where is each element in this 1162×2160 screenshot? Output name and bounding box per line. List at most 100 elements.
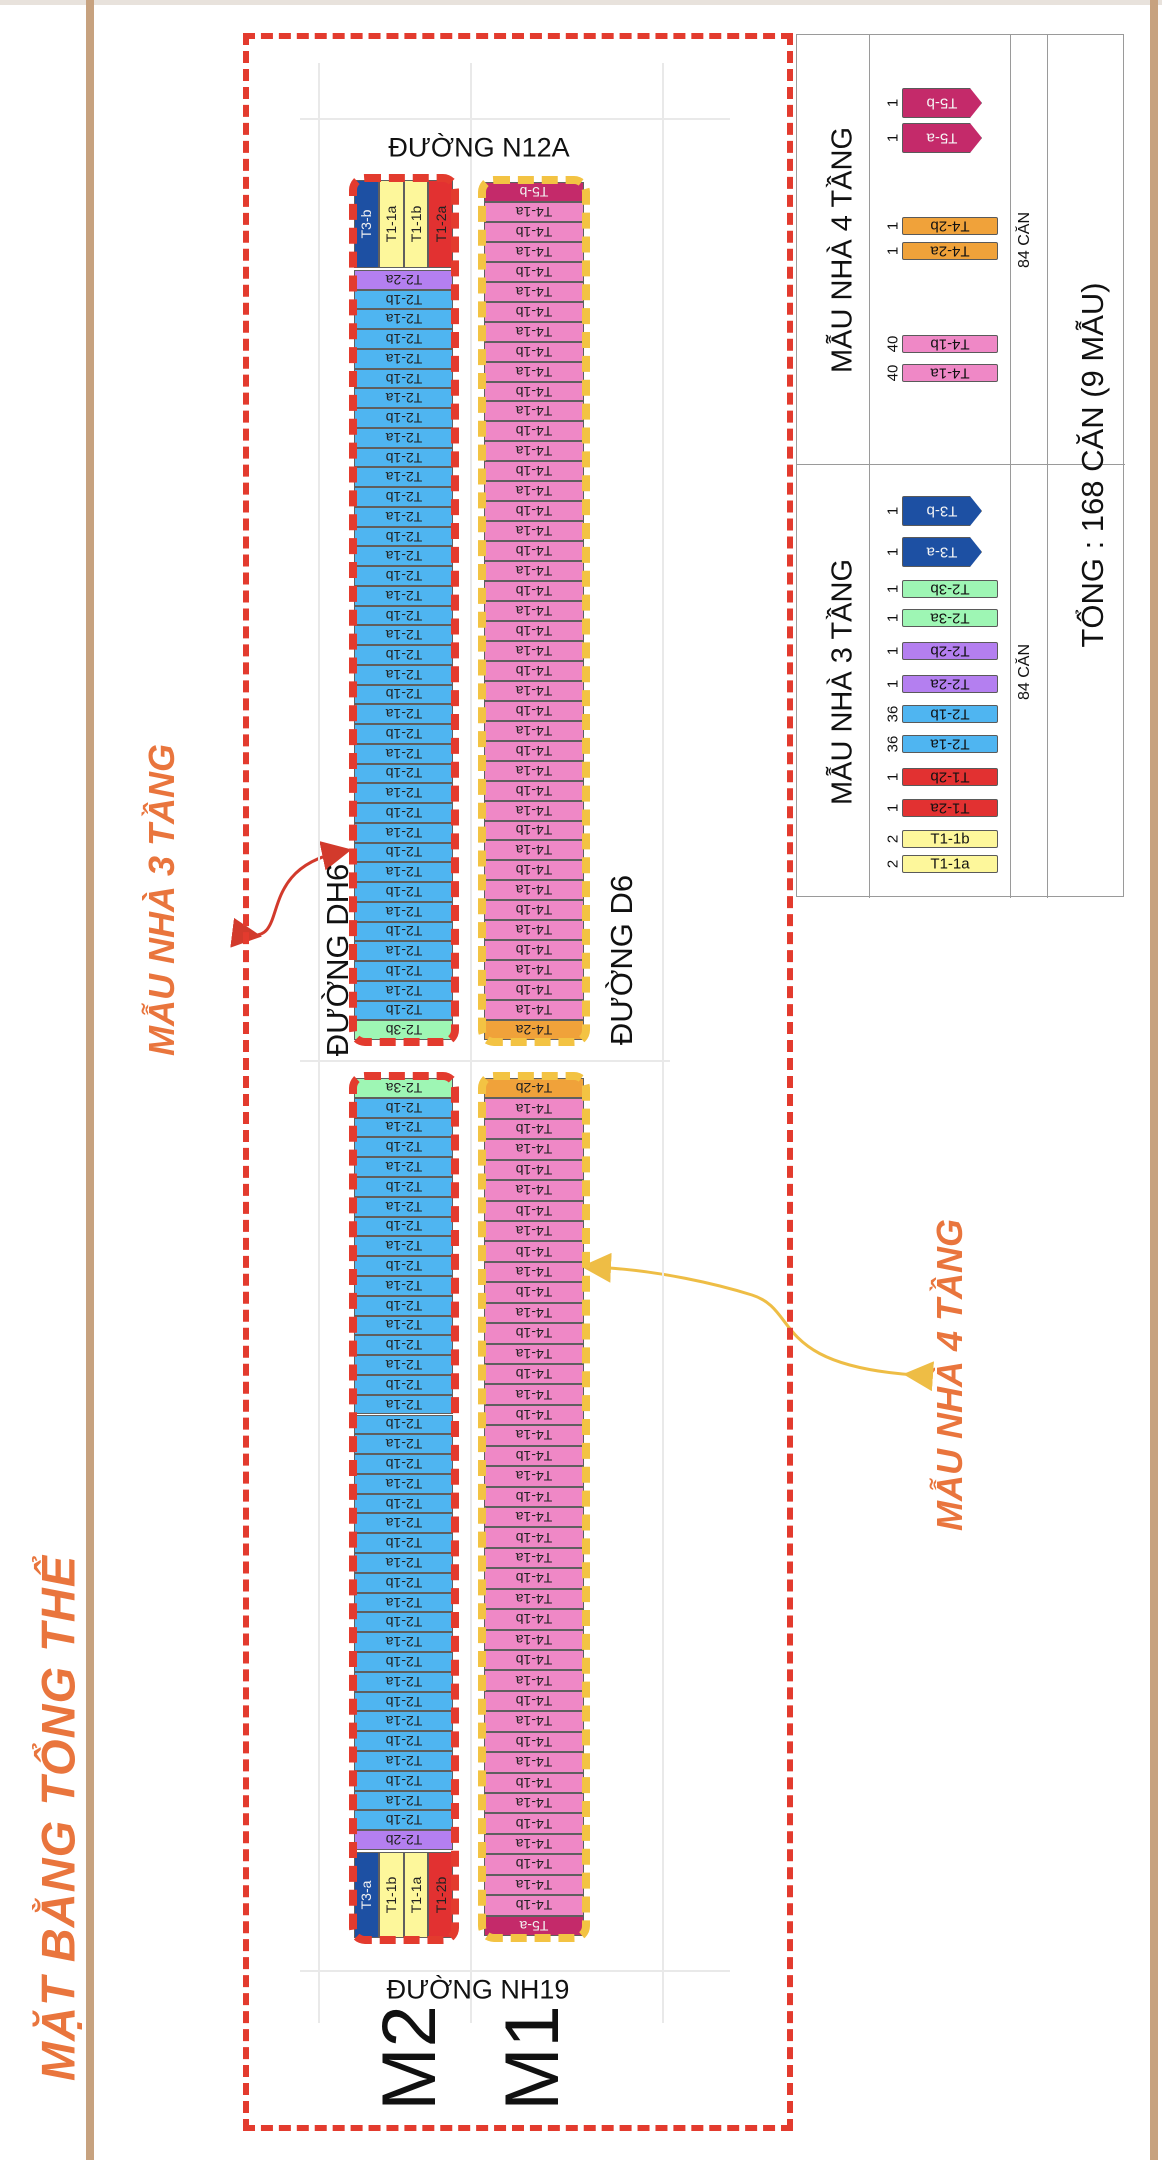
lot-t4-1a[interactable]: T4-1a — [484, 321, 584, 342]
lot-t2-1a[interactable]: T2-1a — [354, 1473, 453, 1494]
lot-t4-1a[interactable]: T4-1a — [484, 1302, 584, 1324]
lot-t4-1a[interactable]: T4-1a — [484, 920, 584, 941]
lot-t4-1a[interactable]: T4-1a — [484, 1547, 584, 1569]
lot-t4-1b[interactable]: T4-1b — [484, 900, 584, 921]
lot-t2-3a[interactable]: T2-3a — [354, 1078, 453, 1098]
lot-t2-1a[interactable]: T2-1a — [354, 1711, 453, 1732]
lot-t4-1b[interactable]: T4-1b — [484, 1690, 584, 1712]
lot-t4-1b[interactable]: T4-1b — [484, 541, 584, 562]
lot-t4-1a[interactable]: T4-1a — [484, 1670, 584, 1691]
lot-t4-1b[interactable]: T4-1b — [484, 461, 584, 482]
lot-t2-1b[interactable]: T2-1b — [354, 1770, 453, 1791]
lot-t4-1a[interactable]: T4-1a — [484, 1180, 584, 1201]
lot-t4-1b[interactable]: T4-1b — [484, 700, 584, 721]
lot-t2-1a[interactable]: T2-1a — [354, 1592, 453, 1613]
lot-t4-1b[interactable]: T4-1b — [484, 1282, 584, 1303]
lot-t4-1a[interactable]: T4-1a — [484, 441, 584, 462]
lot-t3-a[interactable]: T3-a — [354, 1852, 379, 1938]
lot-t2-1b[interactable]: T2-1b — [354, 1000, 453, 1021]
lot-t4-1a[interactable]: T4-1a — [484, 601, 584, 621]
lot-t1-2a[interactable]: T1-2a — [428, 180, 453, 268]
lot-t4-1a[interactable]: T4-1a — [484, 640, 584, 661]
lot-t2-1a[interactable]: T2-1a — [354, 664, 453, 685]
lot-t4-1b[interactable]: T4-1b — [484, 620, 584, 641]
lot-t2-1a[interactable]: T2-1a — [354, 1157, 453, 1177]
lot-t2-1b[interactable]: T2-1b — [354, 684, 453, 705]
lot-t4-1a[interactable]: T4-1a — [484, 201, 584, 222]
lot-t4-1b[interactable]: T4-1b — [484, 740, 584, 761]
lot-t4-1b[interactable]: T4-1b — [484, 581, 584, 602]
lot-t2-1a[interactable]: T2-1a — [354, 1394, 453, 1415]
lot-t5-b[interactable]: T5-b — [484, 182, 584, 202]
lot-t2-1a[interactable]: T2-1a — [354, 941, 453, 962]
lot-t2-1b[interactable]: T2-1b — [354, 1335, 453, 1356]
lot-t4-1b[interactable]: T4-1b — [484, 421, 584, 442]
lot-t4-1a[interactable]: T4-1a — [484, 1833, 584, 1855]
lot-t2-1a[interactable]: T2-1a — [354, 427, 453, 448]
lot-t2-1b[interactable]: T2-1b — [354, 803, 453, 823]
lot-t4-1a[interactable]: T4-1a — [484, 561, 584, 582]
lot-t2-1b[interactable]: T2-1b — [354, 1572, 453, 1593]
lot-t2-1b[interactable]: T2-1b — [354, 1652, 453, 1672]
lot-t2-1a[interactable]: T2-1a — [354, 980, 453, 1001]
lot-t4-1b[interactable]: T4-1b — [484, 1854, 584, 1875]
lot-t2-1b[interactable]: T2-1b — [354, 961, 453, 981]
lot-t4-1b[interactable]: T4-1b — [484, 1895, 584, 1916]
lot-t2-1a[interactable]: T2-1a — [354, 1117, 453, 1138]
lot-t4-1b[interactable]: T4-1b — [484, 1159, 584, 1181]
lot-t2-1b[interactable]: T2-1b — [354, 1256, 453, 1276]
lot-t2-1a[interactable]: T2-1a — [354, 309, 453, 330]
lot-t4-1a[interactable]: T4-1a — [484, 401, 584, 422]
lot-t2-1a[interactable]: T2-1a — [354, 862, 453, 883]
lot-t4-1a[interactable]: T4-1a — [484, 1874, 584, 1896]
lot-t2-1a[interactable]: T2-1a — [354, 1632, 453, 1653]
lot-t1-1a[interactable]: T1-1a — [403, 1852, 429, 1938]
lot-t4-1a[interactable]: T4-1a — [484, 521, 584, 542]
lot-t2-1b[interactable]: T2-1b — [354, 368, 453, 389]
lot-t4-1a[interactable]: T4-1a — [484, 1711, 584, 1732]
lot-t4-1b[interactable]: T4-1b — [484, 1118, 584, 1140]
lot-t4-1a[interactable]: T4-1a — [484, 800, 584, 821]
lot-t4-1a[interactable]: T4-1a — [484, 960, 584, 981]
lot-t4-1b[interactable]: T4-1b — [484, 1813, 584, 1834]
lot-t2-1a[interactable]: T2-1a — [354, 743, 453, 764]
lot-t4-1a[interactable]: T4-1a — [484, 1384, 584, 1405]
lot-t2-1a[interactable]: T2-1a — [354, 783, 453, 804]
lot-t2-1a[interactable]: T2-1a — [354, 506, 453, 527]
lot-t4-1a[interactable]: T4-1a — [484, 680, 584, 701]
lot-t5-a[interactable]: T5-a — [484, 1915, 584, 1936]
lot-t4-1b[interactable]: T4-1b — [484, 501, 584, 522]
lot-t2-1a[interactable]: T2-1a — [354, 388, 453, 409]
lot-t2-1a[interactable]: T2-1a — [354, 348, 453, 369]
lot-t4-1b[interactable]: T4-1b — [484, 1568, 584, 1589]
lot-t4-1b[interactable]: T4-1b — [484, 1650, 584, 1671]
lot-t4-1b[interactable]: T4-1b — [484, 341, 584, 362]
lot-t4-1b[interactable]: T4-1b — [484, 301, 584, 322]
lot-t4-1a[interactable]: T4-1a — [484, 281, 584, 302]
lot-t2-1a[interactable]: T2-1a — [354, 1790, 453, 1811]
lot-t2-1b[interactable]: T2-1b — [354, 1691, 453, 1712]
lot-t4-1a[interactable]: T4-1a — [484, 1139, 584, 1160]
lot-t1-1b[interactable]: T1-1b — [403, 180, 429, 268]
lot-t4-2a[interactable]: T4-2a — [484, 1020, 584, 1040]
lot-t4-1a[interactable]: T4-1a — [484, 1466, 584, 1487]
lot-t2-1a[interactable]: T2-1a — [354, 1315, 453, 1336]
lot-t4-1b[interactable]: T4-1b — [484, 221, 584, 242]
lot-t2-1a[interactable]: T2-1a — [354, 467, 453, 488]
lot-t2-1b[interactable]: T2-1b — [354, 763, 453, 784]
lot-t4-1b[interactable]: T4-1b — [484, 1200, 584, 1221]
lot-t1-1a[interactable]: T1-1a — [378, 180, 404, 268]
lot-t2-1b[interactable]: T2-1b — [354, 1731, 453, 1751]
lot-t4-1a[interactable]: T4-1a — [484, 1343, 584, 1364]
lot-t4-1b[interactable]: T4-1b — [484, 1241, 584, 1262]
lot-t3-b[interactable]: T3-b — [354, 180, 379, 268]
lot-t4-1a[interactable]: T4-1a — [484, 481, 584, 502]
lot-t2-1a[interactable]: T2-1a — [354, 585, 453, 606]
lot-t4-1b[interactable]: T4-1b — [484, 780, 584, 801]
lot-t2-1a[interactable]: T2-1a — [354, 625, 453, 646]
lot-t4-1a[interactable]: T4-1a — [484, 1221, 584, 1242]
lot-t4-2b[interactable]: T4-2b — [484, 1078, 584, 1099]
lot-t4-1a[interactable]: T4-1a — [484, 840, 584, 861]
lot-t4-1b[interactable]: T4-1b — [484, 660, 584, 681]
lot-t4-1b[interactable]: T4-1b — [484, 1731, 584, 1753]
